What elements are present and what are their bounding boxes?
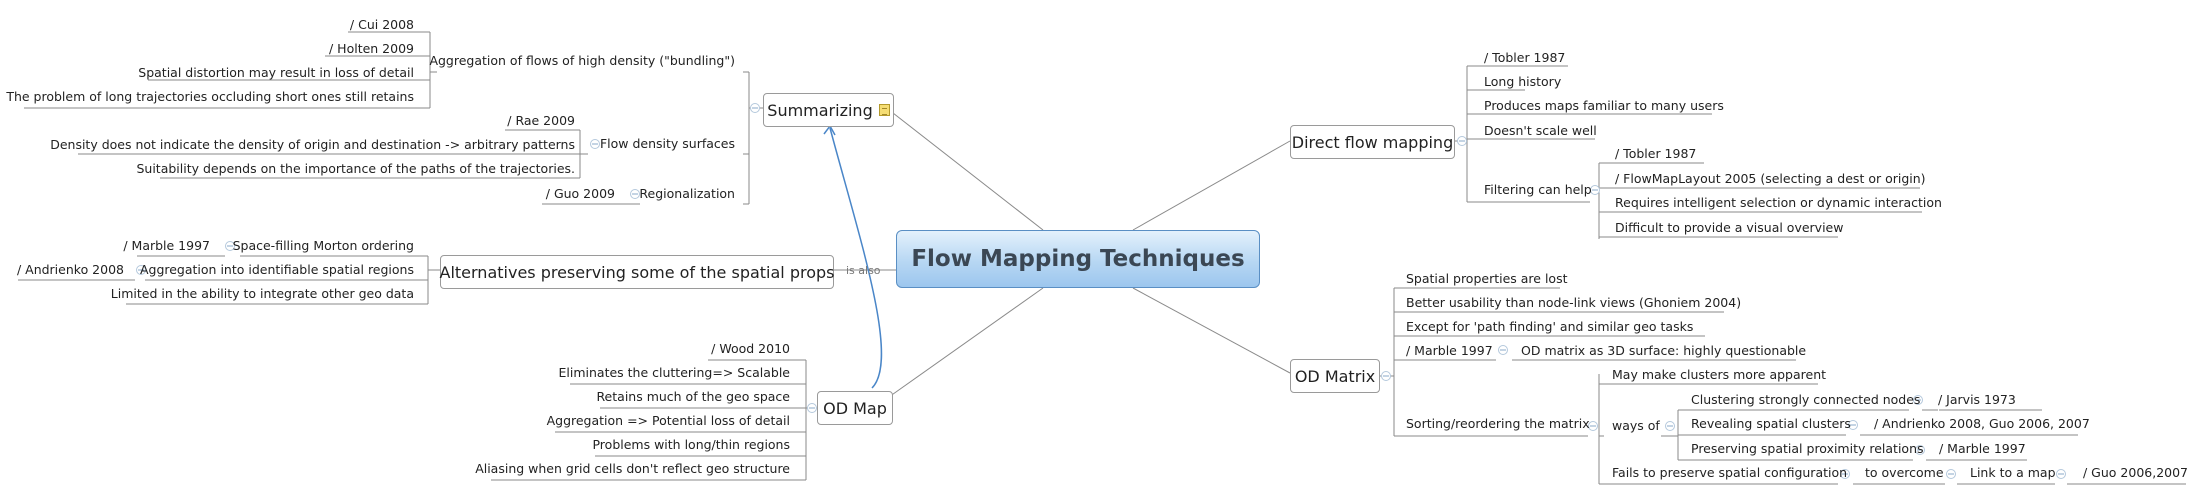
subtopic-distortion[interactable]: Spatial distortion may result in loss of… bbox=[138, 65, 414, 80]
subtopic-spatial-lost[interactable]: Spatial properties are lost bbox=[1406, 271, 1568, 286]
subtopic-limited[interactable]: Limited in the ability to integrate othe… bbox=[110, 286, 414, 301]
subtopic-suitability[interactable]: Suitability depends on the importance of… bbox=[136, 161, 575, 176]
subtopic-revealing-clusters[interactable]: Revealing spatial clusters bbox=[1691, 416, 1851, 431]
subtopic-ways-of[interactable]: ways of bbox=[1612, 418, 1660, 433]
citation-tobler[interactable]: / Tobler 1987 bbox=[1484, 50, 1566, 65]
relationship-label[interactable]: is also bbox=[846, 264, 881, 277]
subtopic-filtering[interactable]: Filtering can help bbox=[1484, 182, 1592, 197]
citation-flowmaplayout[interactable]: / FlowMapLayout 2005 (selecting a dest o… bbox=[1615, 171, 1926, 186]
central-topic[interactable]: Flow Mapping Techniques bbox=[896, 230, 1260, 288]
note-icon[interactable] bbox=[878, 104, 890, 116]
subtopic-retains[interactable]: Retains much of the geo space bbox=[596, 389, 790, 404]
subtopic-od-aggregation[interactable]: Aggregation => Potential loss of detail bbox=[546, 413, 790, 428]
subtopic-to-overcome[interactable]: to overcome bbox=[1865, 465, 1944, 480]
subtopic-visual-overview[interactable]: Difficult to provide a visual overview bbox=[1615, 220, 1844, 235]
subtopic-familiar[interactable]: Produces maps familiar to many users bbox=[1484, 98, 1724, 113]
subtopic-3d-surface[interactable]: OD matrix as 3D surface: highly question… bbox=[1521, 343, 1807, 358]
citation-cui[interactable]: / Cui 2008 bbox=[349, 17, 414, 32]
topic-od-map-label: OD Map bbox=[823, 398, 887, 418]
subtopic-aliasing[interactable]: Aliasing when grid cells don't reflect g… bbox=[475, 461, 790, 476]
citation-andrienko-guo[interactable]: / Andrienko 2008, Guo 2006, 2007 bbox=[1874, 416, 2090, 431]
citation-marble-1997-2[interactable]: / Marble 1997 bbox=[1939, 441, 2026, 456]
topic-od-matrix[interactable]: OD Matrix bbox=[1290, 359, 1380, 393]
citation-marble[interactable]: / Marble 1997 bbox=[123, 238, 210, 253]
subtopic-scale[interactable]: Doesn't scale well bbox=[1484, 123, 1597, 138]
subtopic-aggregation-regions[interactable]: Aggregation into identifiable spatial re… bbox=[139, 262, 414, 277]
citation-holten[interactable]: / Holten 2009 bbox=[328, 41, 414, 56]
topic-summarizing-label: Summarizing bbox=[767, 100, 873, 120]
topic-od-map[interactable]: OD Map bbox=[817, 391, 893, 425]
subtopic-link-to-map[interactable]: Link to a map bbox=[1970, 465, 2056, 480]
topic-alternatives[interactable]: Alternatives preserving some of the spat… bbox=[439, 255, 835, 289]
subtopic-regionalization[interactable]: Regionalization bbox=[639, 186, 735, 201]
subtopic-history[interactable]: Long history bbox=[1484, 74, 1562, 89]
topic-direct-flow-label: Direct flow mapping bbox=[1291, 132, 1454, 152]
subtopic-density-surfaces[interactable]: Flow density surfaces bbox=[599, 136, 735, 151]
citation-tobler-2[interactable]: / Tobler 1987 bbox=[1615, 146, 1697, 161]
topic-od-matrix-label: OD Matrix bbox=[1294, 366, 1376, 386]
subtopic-bundling[interactable]: Aggregation of flows of high density ("b… bbox=[429, 53, 735, 68]
subtopic-sorting[interactable]: Sorting/reordering the matrix bbox=[1406, 416, 1590, 431]
subtopic-path-finding[interactable]: Except for 'path finding' and similar ge… bbox=[1406, 319, 1694, 334]
citation-wood[interactable]: / Wood 2010 bbox=[711, 341, 790, 356]
subtopic-preserving-proximity[interactable]: Preserving spatial proximity relations bbox=[1691, 441, 1924, 456]
subtopic-usability[interactable]: Better usability than node-link views (G… bbox=[1406, 295, 1742, 310]
citation-guo-2006[interactable]: / Guo 2006,2007 bbox=[2083, 465, 2189, 480]
subtopic-morton[interactable]: Space-filling Morton ordering bbox=[232, 238, 414, 253]
subtopic-intelligent-selection[interactable]: Requires intelligent selection or dynami… bbox=[1615, 195, 1942, 210]
citation-marble-1997[interactable]: / Marble 1997 bbox=[1406, 343, 1493, 358]
subtopic-fails-preserve[interactable]: Fails to preserve spatial configuration bbox=[1612, 465, 1848, 480]
subtopic-clusters-apparent[interactable]: May make clusters more apparent bbox=[1612, 367, 1827, 382]
citation-andrienko[interactable]: / Andrienko 2008 bbox=[16, 262, 124, 277]
topic-alternatives-label: Alternatives preserving some of the spat… bbox=[439, 262, 835, 282]
citation-guo[interactable]: / Guo 2009 bbox=[545, 186, 615, 201]
subtopic-long-thin[interactable]: Problems with long/thin regions bbox=[592, 437, 790, 452]
subtopic-clustering-nodes[interactable]: Clustering strongly connected nodes bbox=[1691, 392, 1921, 407]
topic-summarizing[interactable]: Summarizing bbox=[763, 93, 894, 127]
subtopic-density-note[interactable]: Density does not indicate the density of… bbox=[50, 137, 575, 152]
topic-direct-flow-mapping[interactable]: Direct flow mapping bbox=[1290, 125, 1455, 159]
subtopic-occluding[interactable]: The problem of long trajectories occludi… bbox=[6, 89, 414, 104]
citation-rae[interactable]: / Rae 2009 bbox=[507, 113, 575, 128]
subtopic-eliminates[interactable]: Eliminates the cluttering=> Scalable bbox=[558, 365, 791, 380]
citation-jarvis[interactable]: / Jarvis 1973 bbox=[1938, 392, 2016, 407]
